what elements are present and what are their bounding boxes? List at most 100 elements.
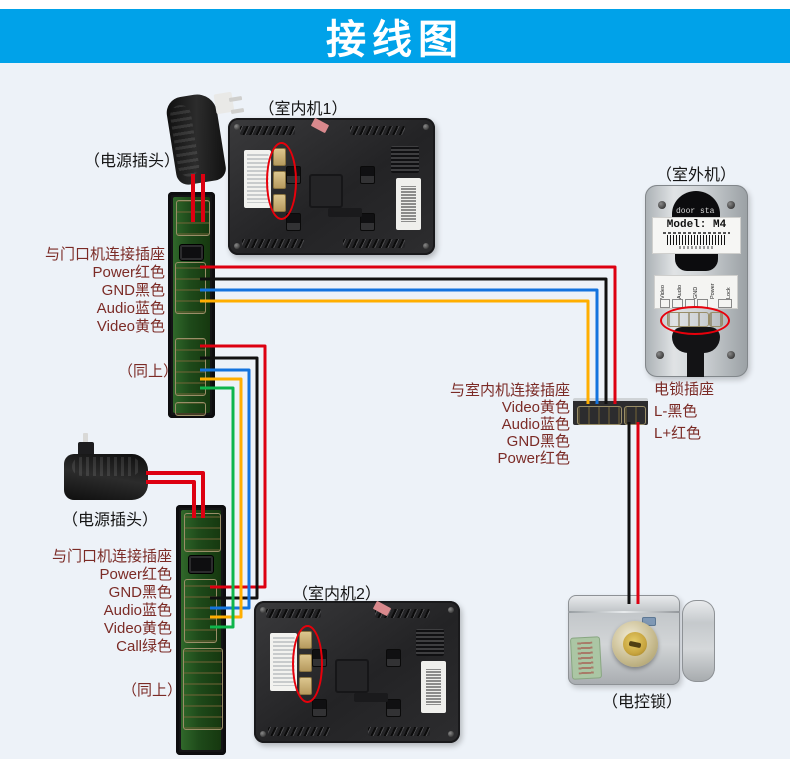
electric-lock (568, 595, 680, 685)
vent (266, 609, 321, 618)
barcode-icon (667, 235, 726, 245)
vent (350, 126, 405, 135)
indoor-unit-1 (228, 117, 435, 255)
lock-socket-connector (624, 406, 646, 425)
label-same-as-above-1: （同上） (118, 363, 179, 380)
label-outdoor-unit: （室外机） (655, 167, 736, 184)
screw-icon (234, 124, 240, 130)
screw-icon (234, 243, 240, 249)
screw-icon (727, 351, 735, 359)
pin-label: L-黑色 (654, 403, 698, 420)
card-label (569, 636, 603, 680)
screw-icon (656, 351, 664, 359)
indoor-link-connector (577, 406, 622, 425)
pin-label: Call绿色 (116, 638, 172, 655)
label-power-plug-2: （电源插头） (62, 512, 159, 529)
indoor-socket-title: 与室内机连接插座 (449, 382, 570, 399)
mount-slot (386, 649, 401, 667)
aux-connector (175, 402, 206, 416)
mount-slot (386, 699, 401, 717)
wide-connector (183, 648, 223, 730)
pin-label: Video黄色 (103, 620, 172, 637)
pin-label: Audio蓝色 (501, 416, 570, 433)
outdoor-connector-bar (573, 398, 648, 425)
pin-label: GND (693, 286, 699, 299)
pin-label: GND黑色 (108, 584, 172, 601)
dc-jack (188, 555, 214, 574)
adapter-body (64, 454, 148, 500)
mount-notch (328, 208, 362, 217)
lock-socket-title: 电锁插座 (654, 381, 715, 398)
pin-label: Power红色 (497, 450, 570, 467)
model-sticker: Model: M4 (652, 217, 741, 254)
mount-recess (309, 174, 343, 208)
cable-stem (687, 351, 704, 377)
door-socket-1-title: 与门口机连接插座 (44, 246, 165, 263)
screw-icon (260, 607, 266, 613)
pin-label: Power红色 (99, 566, 172, 583)
mount-recess (335, 659, 369, 693)
vent (343, 239, 405, 248)
lock-strike-plate (682, 600, 715, 682)
title-bar: 接线图 (0, 9, 790, 63)
page-title: 接线图 (326, 18, 464, 62)
screw-icon (423, 243, 429, 249)
vent (240, 126, 295, 135)
label-indoor-unit-1: （室内机1） (258, 101, 348, 118)
pin-label: Lock (726, 287, 732, 299)
adapter-plug-base (78, 442, 94, 456)
brand-emblem (642, 617, 656, 626)
indoor-unit-2 (254, 600, 460, 743)
door-socket-2-title: 与门口机连接插座 (51, 548, 172, 565)
indoor-unit-2-connector-strip (176, 505, 226, 755)
lock-seam (568, 611, 680, 613)
speaker-vent (416, 629, 444, 656)
power-connector (184, 513, 221, 552)
pin-label: Audio (676, 284, 683, 299)
label-same-as-above-2: （同上） (122, 682, 183, 699)
power-adapter-2 (58, 430, 158, 502)
model-text: Model: M4 (666, 219, 727, 231)
pin-label: Video黄色 (96, 318, 165, 335)
pin-label: Power (709, 283, 716, 299)
screw-icon (423, 124, 429, 130)
vent (375, 609, 430, 618)
screw-icon (260, 731, 266, 737)
seal-sticker (310, 117, 330, 134)
pin-label: Power红色 (92, 264, 165, 281)
barcode-label (396, 178, 421, 230)
adapter-prong-icon (83, 433, 88, 444)
spec-sticker (270, 633, 297, 691)
mount-slot (286, 213, 301, 231)
sticker-line (663, 232, 730, 234)
vent (268, 727, 330, 736)
cable-recess-bottom (675, 253, 718, 271)
intercom-link-connector (175, 338, 206, 396)
screw-icon (658, 201, 666, 209)
power-connector (176, 200, 210, 236)
label-electric-lock: （电控锁） (602, 694, 683, 711)
barcode-label (421, 661, 446, 713)
mount-notch (354, 693, 388, 702)
pin-label: Video黄色 (501, 399, 570, 416)
door-station-connector (175, 262, 206, 314)
lock-cylinder (612, 621, 658, 667)
screw-icon (727, 201, 735, 209)
dc-jack (179, 244, 204, 261)
mount-slot (312, 699, 327, 717)
label-power-plug-1: （电源插头） (84, 153, 181, 170)
vent (368, 727, 430, 736)
pin-label: GND黑色 (101, 282, 165, 299)
serial-line (679, 246, 714, 249)
speaker-vent (391, 146, 419, 173)
